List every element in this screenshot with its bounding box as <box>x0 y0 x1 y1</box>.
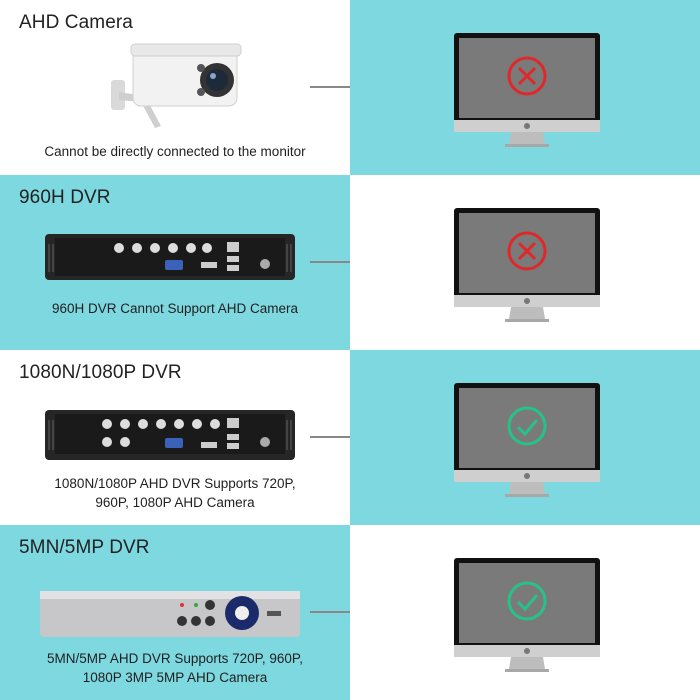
dvr-rear-panel-image <box>45 410 295 460</box>
row-title: AHD Camera <box>19 12 133 33</box>
row-ahd-camera: AHD Camera Cannot be directly connected … <box>0 0 700 175</box>
monitor-panel <box>350 525 700 700</box>
monitor-panel <box>350 350 700 525</box>
row-5mp-dvr: 5MN/5MP DVR 5MN/5MP AHD DVR Supports 720… <box>0 525 700 700</box>
caption: Cannot be directly connected to the moni… <box>0 142 350 161</box>
product-panel: 960H DVR 960H DVR Cannot Support AHD Cam… <box>0 175 404 350</box>
caption-line: 1080N/1080P AHD DVR Supports 720P, <box>54 476 296 491</box>
monitor-icon <box>454 383 600 497</box>
caption-line: 1080P 3MP 5MP AHD Camera <box>82 670 268 685</box>
caption-line: 960P, 1080P AHD Camera <box>95 495 255 510</box>
row-title: 5MN/5MP DVR <box>19 537 150 558</box>
monitor-icon <box>454 208 600 322</box>
dvr-front-panel-image <box>40 591 300 637</box>
monitor-icon <box>454 558 600 672</box>
ahd-camera-image <box>111 43 242 128</box>
row-1080p-dvr: 1080N/1080P DVR 1080N/1080P AHD DVR Supp… <box>0 350 700 525</box>
product-panel: 5MN/5MP DVR 5MN/5MP AHD DVR Supports 720… <box>0 525 404 700</box>
check-circle-icon <box>507 581 547 621</box>
caption-line: 960H DVR Cannot Support AHD Camera <box>51 301 299 316</box>
row-title: 960H DVR <box>19 187 111 208</box>
caption-line: Cannot be directly connected to the moni… <box>44 144 306 159</box>
monitor-panel <box>350 175 700 350</box>
caption: 1080N/1080P AHD DVR Supports 720P, 960P,… <box>0 474 350 512</box>
check-circle-icon <box>507 406 547 446</box>
monitor-panel <box>350 0 700 175</box>
caption-line: 5MN/5MP AHD DVR Supports 720P, 960P, <box>47 651 303 666</box>
product-panel: AHD Camera Cannot be directly connected … <box>0 0 404 175</box>
x-circle-icon <box>507 231 547 271</box>
row-960h-dvr: 960H DVR 960H DVR Cannot Support AHD Cam… <box>0 175 700 350</box>
dvr-rear-panel-image <box>45 234 295 280</box>
caption: 960H DVR Cannot Support AHD Camera <box>0 299 350 318</box>
product-panel: 1080N/1080P DVR 1080N/1080P AHD DVR Supp… <box>0 350 404 525</box>
monitor-icon <box>454 33 600 147</box>
row-title: 1080N/1080P DVR <box>19 362 182 383</box>
x-circle-icon <box>507 56 547 96</box>
caption: 5MN/5MP AHD DVR Supports 720P, 960P, 108… <box>0 649 350 687</box>
